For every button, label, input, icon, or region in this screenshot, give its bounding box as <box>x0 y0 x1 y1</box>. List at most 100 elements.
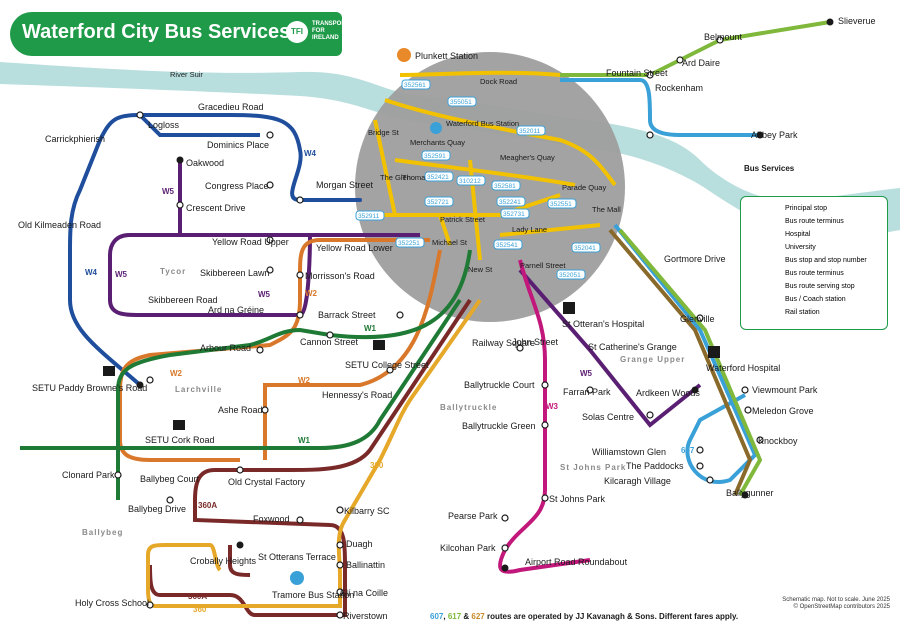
university-icon <box>103 366 115 376</box>
svg-text:352051: 352051 <box>559 272 581 279</box>
stop-label: Riverstown <box>343 611 388 621</box>
stop-label: Logloss <box>148 120 180 130</box>
street-label: The Glen <box>380 173 411 182</box>
legend-item: Bus route serving stop <box>785 283 855 290</box>
stop-label: Ard Daire <box>682 58 720 68</box>
hospital-icon <box>563 302 575 314</box>
street-label: Lady Lane <box>512 225 547 234</box>
svg-text:352011: 352011 <box>519 128 541 135</box>
stop-label: Gracedieu Road <box>198 102 264 112</box>
stop-label: Ballybeg Drive <box>128 504 186 514</box>
stop-label: The Paddocks <box>626 461 684 471</box>
operator-note: 607, 617 & 627 routes are operated by JJ… <box>430 612 739 621</box>
stop-label: Arbour Road <box>200 343 251 353</box>
route-360a-line <box>148 298 472 617</box>
area-label: Grange Upper <box>620 355 685 364</box>
stop-label: SETU Paddy Browne's Road <box>32 383 147 393</box>
stop-label: Old Kilmeaden Road <box>18 220 101 230</box>
page-title: Waterford City Bus Services <box>22 21 291 43</box>
route-360a-terrace <box>228 545 251 577</box>
route-label-360a: 360A <box>188 592 207 601</box>
route-617-note: 617 <box>447 612 462 621</box>
stop-label: Crobally Heights <box>190 556 257 566</box>
route-label-w2: W2 <box>170 369 183 378</box>
stop-label: Holy Cross School <box>75 598 149 608</box>
route-w1-main <box>20 298 462 450</box>
route-617-south <box>618 228 763 496</box>
route-607-south <box>613 223 758 484</box>
legend-item: Bus route terminus <box>785 218 844 225</box>
area-label: Ballybeg <box>82 528 123 537</box>
map-disclaimer: Schematic map. Not to scale. June 2025 ©… <box>760 597 890 611</box>
route-w5-line <box>108 233 420 317</box>
street-label: The Mall <box>592 205 621 214</box>
stop-label: SETU College Street <box>345 360 429 370</box>
stop-label: Pearse Park <box>448 511 498 521</box>
stop-label: Williamstown Glen <box>592 447 666 457</box>
street-label: Patrick Street <box>440 215 486 224</box>
svg-text:352911: 352911 <box>358 213 380 220</box>
stop-label: Airport Road Roundabout <box>525 557 628 567</box>
legend-item: Bus stop and stop number <box>785 257 867 264</box>
university-icon <box>373 340 385 350</box>
stop-label: Old Crystal Factory <box>228 477 306 487</box>
route-label-w5: W5 <box>258 290 271 299</box>
stop-label: Waterford Hospital <box>706 363 780 373</box>
route-w1-line <box>116 249 472 500</box>
stop-label: Slí na Coille <box>340 588 388 598</box>
stop-label: Ballinattin <box>346 560 385 570</box>
svg-text:310212: 310212 <box>459 178 481 185</box>
stop-label: Congress Place <box>205 181 269 191</box>
svg-text:352731: 352731 <box>503 211 525 218</box>
stop-label: St Otterans Terrace <box>258 552 336 562</box>
stop-label: Crescent Drive <box>186 203 246 213</box>
stop-label: Barrack Street <box>318 310 376 320</box>
stop-label: St Johns Park <box>549 494 606 504</box>
stop-label: Ashe Road <box>218 405 263 415</box>
svg-text:352721: 352721 <box>427 199 449 206</box>
city-centre-zone <box>355 52 625 322</box>
stop-label: Glenville <box>680 314 715 324</box>
route-607-line <box>560 78 760 137</box>
area-label: Tycor <box>160 267 186 276</box>
route-label-360: 360 <box>193 605 207 614</box>
svg-text:352251: 352251 <box>398 240 420 247</box>
stop-label: Foxwood <box>253 514 290 524</box>
operator-note-text: routes are operated by JJ Kavanagh & Son… <box>487 612 739 621</box>
svg-text:352421: 352421 <box>427 174 449 181</box>
stop-label: Kilcohan Park <box>440 543 496 553</box>
street-label: Meagher's Quay <box>500 153 555 162</box>
legend-item: Rail station <box>785 309 820 316</box>
stop-label: Ballytruckle Court <box>464 380 535 390</box>
svg-text:352241: 352241 <box>499 199 521 206</box>
schematic-note: Schematic map. Not to scale. June 2025 <box>782 597 890 603</box>
route-627-note: 627 <box>471 612 485 621</box>
route-label-w1: W1 <box>298 436 311 445</box>
svg-text:352581: 352581 <box>494 183 516 190</box>
svg-text:352551: 352551 <box>550 201 572 208</box>
stop-label: Abbey Park <box>751 130 798 140</box>
stop-label: Carrickphierish <box>45 134 105 144</box>
legend-item: University <box>785 244 816 251</box>
stop-label: Cannon Street <box>300 337 359 347</box>
stop-label: Yellow Road Lower <box>316 243 393 253</box>
stop-label: Viewmount Park <box>752 385 818 395</box>
principal-stops <box>114 36 764 619</box>
stop-label: Railway Square <box>472 338 535 348</box>
stop-label: Plunkett Station <box>415 51 478 61</box>
street-label: Michael St <box>432 238 468 247</box>
stop-label: Oakwood <box>186 158 224 168</box>
stop-label: Rockenham <box>655 83 703 93</box>
stop-label: SETU Cork Road <box>145 435 215 445</box>
stop-label: Farran Park <box>563 387 611 397</box>
stop-label: Ardkeen Woods <box>636 388 700 398</box>
stop-label: Fountain Street <box>606 68 668 78</box>
stop-label: Ballytruckle Green <box>462 421 536 431</box>
terminus-stops <box>136 18 834 572</box>
street-label: Thomas St <box>402 173 439 182</box>
route-w5-east <box>518 268 702 428</box>
route-label-w5: W5 <box>115 270 128 279</box>
legend-title: Bus Services <box>744 164 795 173</box>
legend-box: Principal stop Bus route terminus Hospit… <box>740 196 888 330</box>
